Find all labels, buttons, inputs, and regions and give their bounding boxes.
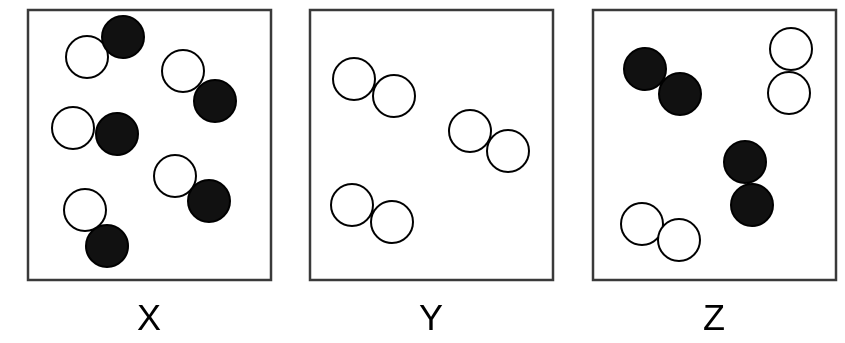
hollow-atom [331,184,373,226]
hollow-atom [333,58,375,100]
hollow-atom [52,107,94,149]
hollow-atom [621,203,663,245]
filled-atom [724,141,766,183]
filled-atom [659,73,701,115]
filled-atom [188,180,230,222]
filled-atom [194,80,236,122]
hollow-atom [449,110,491,152]
filled-atom [731,184,773,226]
hollow-atom [658,219,700,261]
hollow-atom [487,130,529,172]
hollow-atom [64,189,106,231]
panel-x-label: X [137,297,161,338]
panel-x: X [28,10,271,338]
filled-atom [624,48,666,90]
filled-atom [96,113,138,155]
hollow-atom [770,28,812,70]
hollow-atom [768,72,810,114]
filled-atom [102,16,144,58]
panel-z: Z [593,10,836,338]
panel-z-label: Z [703,297,725,338]
hollow-atom [373,75,415,117]
hollow-atom [162,50,204,92]
panel-y: Y [310,10,553,338]
panel-y-label: Y [419,297,443,338]
hollow-atom [371,201,413,243]
filled-atom [86,225,128,267]
